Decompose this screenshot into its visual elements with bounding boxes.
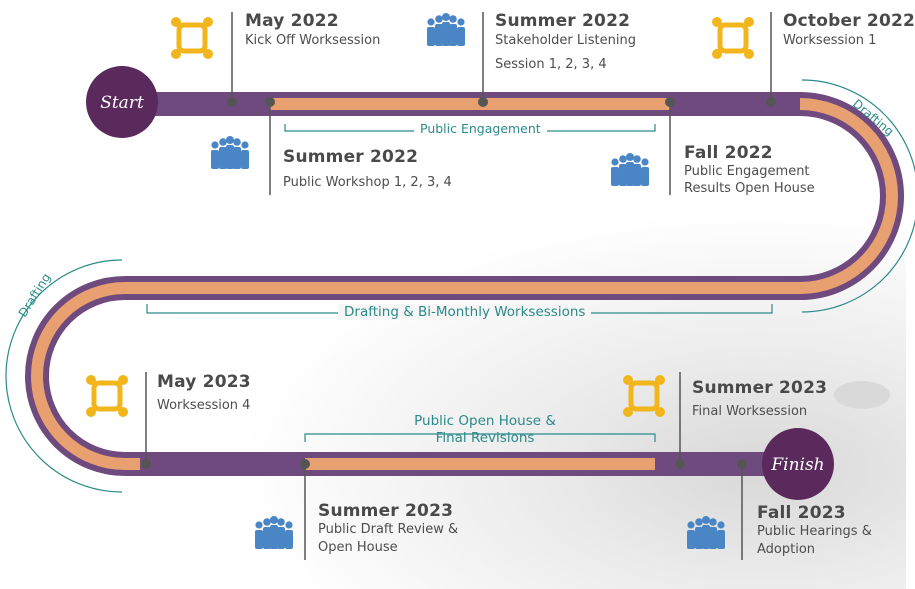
phase-public-engagement: Public Engagement	[414, 121, 547, 136]
milestone-desc: Public Draft Review &	[318, 522, 459, 537]
milestone-title: Fall 2022	[684, 143, 773, 163]
worksession-icon	[86, 375, 128, 417]
dot-summer2022a	[478, 97, 488, 107]
phase-open-house-line2: Final Revisions	[435, 430, 535, 446]
milestone-pins	[145, 12, 772, 560]
worksession-icon	[171, 17, 213, 59]
milestone-title: Summer 2022	[283, 147, 419, 167]
milestone-title: Summer 2023	[692, 378, 828, 398]
phase-open-house-line1: Public Open House &	[414, 413, 556, 429]
phase-open-house: Public Open House & Final Revisions	[390, 413, 580, 447]
dot-summer2023a	[675, 459, 685, 469]
people-icon	[255, 516, 293, 549]
start-label: Start	[100, 93, 144, 113]
milestone-title: October 2022	[783, 11, 915, 31]
people-icon	[427, 13, 465, 46]
milestone-summer2023-final: Summer 2023 Final Worksession	[692, 378, 827, 422]
milestone-title: Fall 2023	[757, 503, 846, 523]
milestone-desc: Results Open House	[684, 181, 815, 196]
milestone-desc: Worksession 1	[783, 33, 877, 48]
milestone-title: Summer 2023	[318, 501, 454, 521]
milestone-desc: Session 1, 2, 3, 4	[495, 57, 607, 72]
finish-circle	[762, 428, 834, 500]
milestone-desc: Kick Off Worksession	[245, 33, 381, 48]
bracket-open-house	[304, 433, 656, 442]
people-icon	[611, 153, 649, 186]
milestone-desc: Worksession 4	[157, 398, 251, 413]
bracket-drafting-right	[801, 79, 915, 313]
milestone-desc: Open House	[318, 540, 398, 555]
milestone-fall2023: Fall 2023 Public Hearings & Adoption	[757, 503, 872, 559]
phase-drafting-worksessions: Drafting & Bi-Monthly Worksessions	[338, 304, 592, 320]
phase-drafting-left: Drafting	[16, 271, 54, 320]
milestone-title: Summer 2022	[495, 11, 631, 31]
people-icon	[211, 136, 249, 169]
milestone-summer2022-listening: Summer 2022 Stakeholder Listening Sessio…	[495, 11, 636, 75]
milestone-summer2022-workshop: Summer 2022 Public Workshop 1, 2, 3, 4	[283, 147, 452, 193]
worksession-icon	[623, 375, 665, 417]
milestone-dots	[141, 97, 776, 469]
dot-fall2023	[737, 459, 747, 469]
milestone-title: May 2023	[157, 372, 251, 392]
road-fill-drafting	[31, 98, 898, 470]
worksession-icon	[712, 17, 754, 59]
milestone-desc: Public Engagement	[684, 164, 810, 179]
milestone-desc: Stakeholder Listening	[495, 33, 636, 48]
milestone-desc: Final Worksession	[692, 404, 808, 419]
milestone-may2022: May 2022 Kick Off Worksession	[245, 11, 380, 51]
start-circle	[86, 66, 158, 138]
finish-label: Finish	[770, 455, 824, 475]
dot-may2022	[227, 97, 237, 107]
hay-bale-decoration	[834, 381, 890, 409]
milestone-desc: Adoption	[757, 542, 816, 557]
dot-summer2022b	[265, 97, 275, 107]
milestone-desc: Public Workshop 1, 2, 3, 4	[283, 175, 452, 190]
milestone-fall2022: Fall 2022 Public Engagement Results Open…	[684, 143, 815, 197]
milestone-desc: Public Hearings &	[757, 524, 872, 539]
milestone-summer2023-draft: Summer 2023 Public Draft Review & Open H…	[318, 501, 458, 557]
dot-fall2022	[665, 97, 675, 107]
people-icon	[687, 516, 725, 549]
milestone-title: May 2022	[245, 11, 339, 31]
milestone-oct2022: October 2022 Worksession 1	[783, 11, 915, 51]
bracket-drafting-left	[5, 259, 123, 493]
dot-oct2022	[766, 97, 776, 107]
dot-summer2023b	[300, 459, 310, 469]
dot-may2023	[141, 459, 151, 469]
milestone-may2023: May 2023 Worksession 4	[157, 372, 251, 416]
